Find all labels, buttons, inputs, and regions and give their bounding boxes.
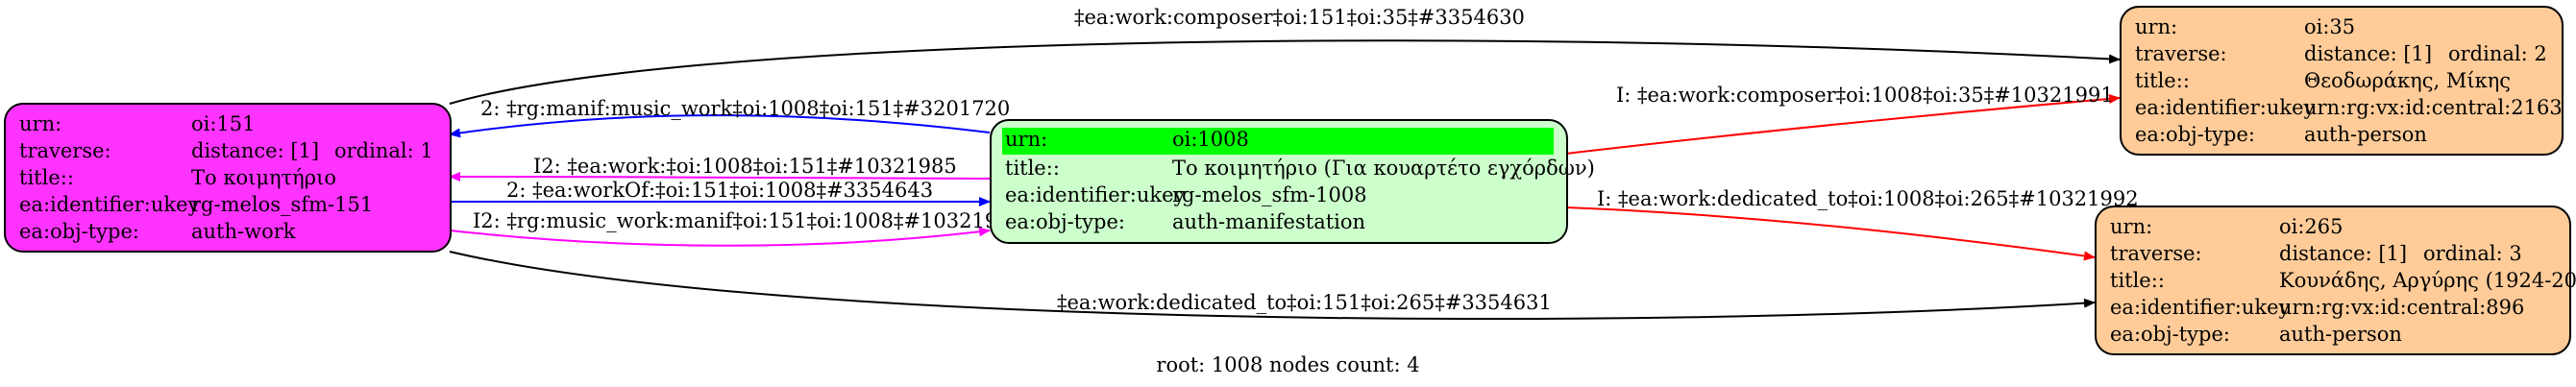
- manif-title-key: title::: [1005, 157, 1060, 180]
- manif-ukey-key: ea:identifier:ukey: [1005, 183, 1186, 206]
- edge-i2-music-work-manif: [449, 227, 991, 247]
- edge-label-i-composer: I: ‡ea:work:composer‡oi:1008‡oi:35‡#1032…: [1616, 84, 2114, 107]
- dedicatee-urn-value: oi:265: [2279, 215, 2343, 238]
- work-ukey-key: ea:identifier:ukey: [19, 193, 200, 216]
- dedicatee-ukey-value: urn:rg:vx:id:central:896: [2279, 296, 2525, 319]
- composer-urn-value: oi:35: [2304, 15, 2356, 38]
- composer-ordinal: ordinal: 2: [2448, 42, 2547, 65]
- graph-footer: root: 1008 nodes count: 4: [1156, 353, 1420, 376]
- work-ordinal: ordinal: 1: [334, 139, 433, 162]
- work-urn-key: urn:: [19, 112, 62, 135]
- edge-label-composer: ‡ea:work:composer‡oi:151‡oi:35‡#3354630: [1074, 6, 1525, 29]
- dedicatee-title-key: title::: [2110, 269, 2165, 292]
- manif-title-value: Το κοιμητήριο (Για κουαρτέτο εγχόρδων): [1172, 157, 1595, 180]
- composer-ukey-key: ea:identifier:ukey: [2135, 96, 2316, 119]
- edge-label-workof: 2: ‡ea:workOf:‡oi:151‡oi:1008‡#3354643: [506, 179, 934, 202]
- node-work[interactable]: urn: oi:151 traverse: distance: [1] ordi…: [4, 103, 452, 253]
- composer-type-key: ea:obj-type:: [2135, 123, 2255, 146]
- composer-title-value: Θεοδωράκης, Μίκης: [2304, 69, 2512, 92]
- composer-traverse-key: traverse:: [2135, 42, 2227, 65]
- dedicatee-ordinal: ordinal: 3: [2423, 242, 2522, 265]
- edge-label-i2-work: I2: ‡ea:work:‡oi:1008‡oi:151‡#10321985: [533, 155, 957, 178]
- dedicatee-type-value: auth-person: [2279, 323, 2402, 346]
- work-title-value: Το κοιμητήριο: [191, 166, 336, 189]
- manif-type-key: ea:obj-type:: [1005, 210, 1125, 233]
- dedicatee-ukey-key: ea:identifier:ukey: [2110, 296, 2291, 319]
- edge-label-dedicated: ‡ea:work:dedicated_to‡oi:151‡oi:265‡#335…: [1057, 291, 1552, 314]
- node-dedicatee[interactable]: urn: oi:265 traverse: distance: [1] ordi…: [2095, 206, 2576, 355]
- work-ukey-value: rg-melos_sfm-151: [191, 193, 374, 216]
- urn-highlight-bar: [1002, 128, 1554, 155]
- edge-dedicated: [449, 251, 2096, 321]
- manif-urn-value: oi:1008: [1172, 128, 1249, 151]
- edge-i-dedicated: [1565, 206, 2096, 261]
- node-composer[interactable]: urn: oi:35 traverse: distance: [1] ordin…: [2120, 6, 2564, 156]
- node-manifestation[interactable]: urn: oi:1008 title:: Το κοιμητήριο (Για …: [990, 119, 1595, 244]
- composer-type-value: auth-person: [2304, 123, 2427, 146]
- edge-i2-work: [449, 172, 991, 182]
- dedicatee-traverse-value: distance: [1]: [2279, 242, 2408, 265]
- work-title-key: title::: [19, 166, 74, 189]
- edge-label-i2-music-work-manif: I2: ‡rg:music_work:manif‡oi:151‡oi:1008‡…: [473, 209, 1023, 232]
- work-traverse-key: traverse:: [19, 139, 111, 162]
- edge-composer: [449, 39, 2121, 105]
- work-type-value: auth-work: [191, 220, 296, 243]
- manif-urn-key: urn:: [1005, 128, 1048, 151]
- manif-ukey-value: rg-melos_sfm-1008: [1172, 183, 1367, 206]
- edge-label-i-dedicated: I: ‡ea:work:dedicated_to‡oi:1008‡oi:265‡…: [1597, 187, 2139, 210]
- edge-label-manif-music-work: 2: ‡rg:manif:music_work‡oi:1008‡oi:151‡#…: [480, 97, 1011, 120]
- dedicatee-type-key: ea:obj-type:: [2110, 323, 2230, 346]
- work-urn-value: oi:151: [191, 112, 256, 135]
- work-traverse-value: distance: [1]: [191, 139, 320, 162]
- dedicatee-urn-key: urn:: [2110, 215, 2153, 238]
- manif-type-value: auth-manifestation: [1172, 210, 1366, 233]
- edge-i-composer: [1565, 93, 2121, 155]
- composer-urn-key: urn:: [2135, 15, 2178, 38]
- dedicatee-title-value: Κουνάδης, Αργύρης (1924-2011): [2279, 269, 2576, 292]
- composer-title-key: title::: [2135, 69, 2190, 92]
- dedicatee-traverse-key: traverse:: [2110, 242, 2202, 265]
- edge-manif-music-work: [449, 114, 991, 138]
- composer-ukey-value: urn:rg:vx:id:central:2163: [2304, 96, 2563, 119]
- composer-traverse-value: distance: [1]: [2304, 42, 2433, 65]
- work-type-key: ea:obj-type:: [19, 220, 139, 243]
